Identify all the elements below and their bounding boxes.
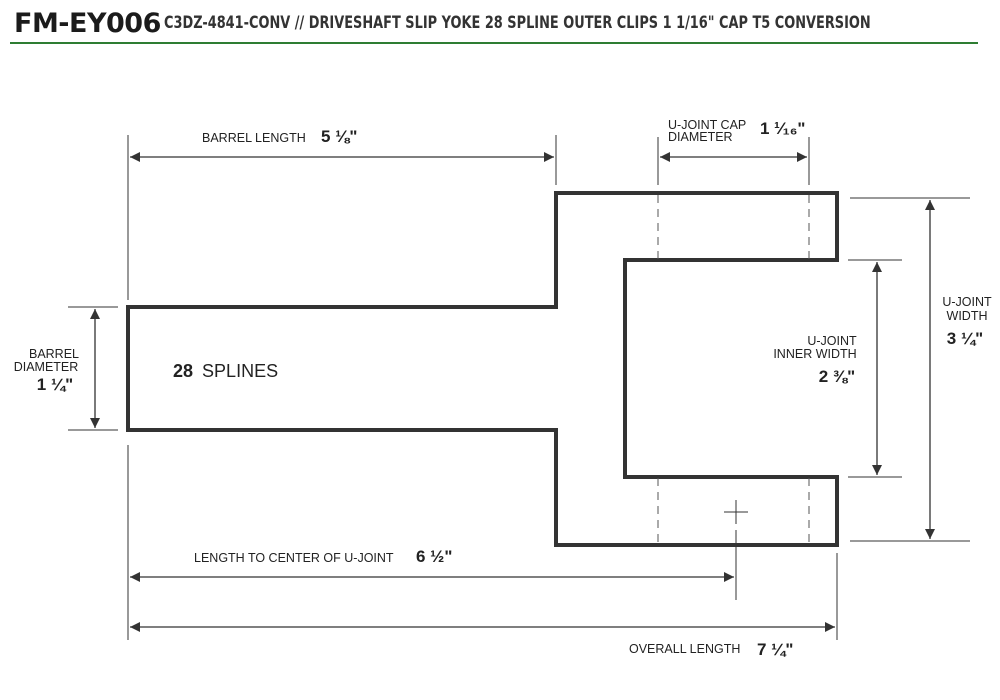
barrel-diameter-label-1: BARREL: [29, 347, 79, 361]
barrel-length-value: 5 ⅛": [321, 127, 357, 146]
header: FM-EY006 C3DZ-4841-CONV // DRIVESHAFT SL…: [0, 0, 1000, 46]
cap-diameter-value: 1 ¹⁄₁₆": [760, 119, 806, 138]
spline-count: 28: [173, 361, 193, 381]
spline-callout: 28 SPLINES: [173, 361, 278, 381]
cap-bore-hidden-lines: [657, 195, 810, 543]
barrel-length-label: BARREL LENGTH: [202, 131, 306, 145]
overall-length-label: OVERALL LENGTH: [629, 642, 740, 656]
cap-diameter-label-2: DIAMETER: [668, 130, 733, 144]
overall-length-value: 7 ¼": [757, 640, 793, 659]
length-to-center-label: LENGTH TO CENTER OF U-JOINT: [194, 551, 394, 565]
barrel-diameter-label-2: DIAMETER: [14, 360, 79, 374]
extension-lines: [68, 135, 970, 640]
cap-diameter-label-1: U-JOINT CAP: [668, 118, 746, 132]
length-to-center-value: 6 ½": [416, 547, 452, 566]
header-rule: [10, 42, 978, 44]
ujoint-width-value: 3 ¼": [947, 329, 983, 348]
ujoint-center-mark: [724, 500, 748, 524]
dimension-lines: [90, 152, 935, 632]
inner-width-value: 2 ⅜": [819, 367, 855, 386]
inner-width-label-1: U-JOINT: [807, 334, 857, 348]
yoke-outline: [126, 191, 839, 547]
inner-width-label-2: INNER WIDTH: [773, 347, 856, 361]
part-description: C3DZ-4841-CONV // DRIVESHAFT SLIP YOKE 2…: [164, 13, 871, 33]
ujoint-width-label-2: WIDTH: [947, 309, 988, 323]
barrel-diameter-value: 1 ¼": [37, 375, 73, 394]
part-number: FM-EY006: [14, 8, 161, 39]
ujoint-width-label-1: U-JOINT: [942, 295, 992, 309]
spline-label: SPLINES: [202, 361, 278, 381]
